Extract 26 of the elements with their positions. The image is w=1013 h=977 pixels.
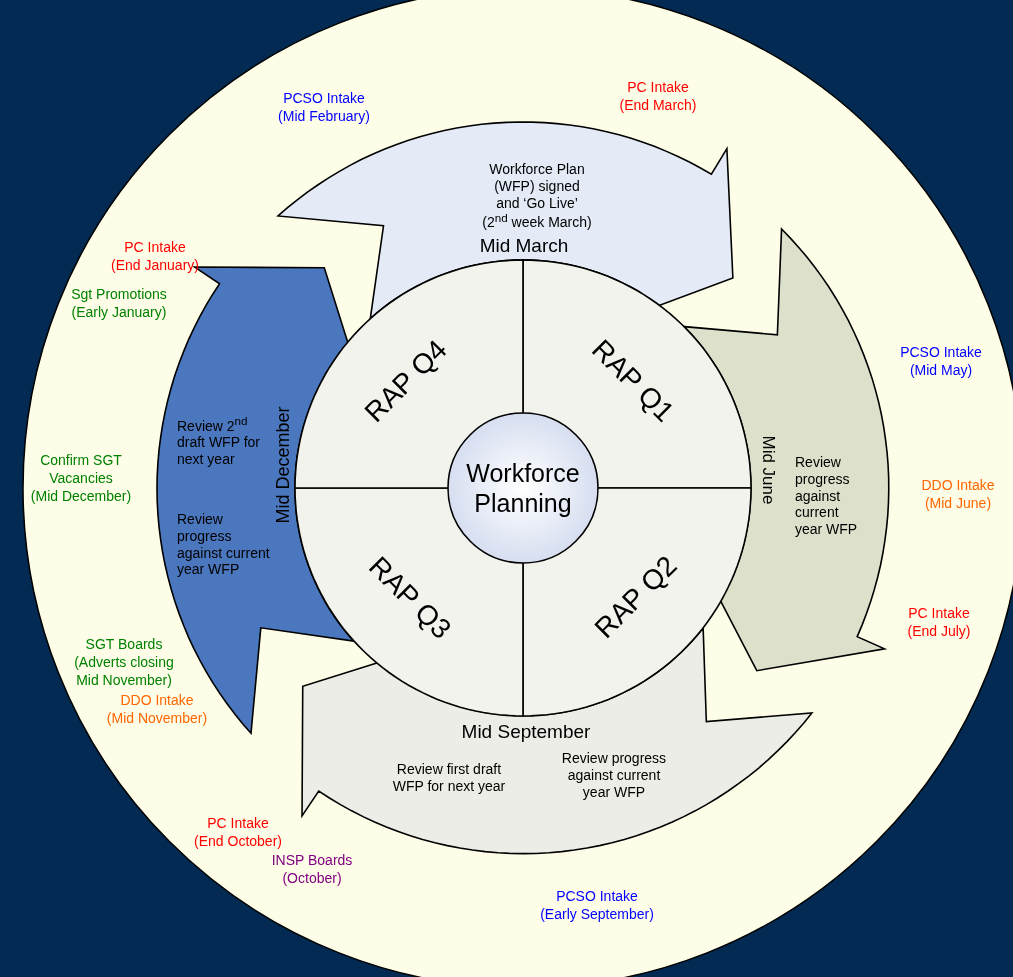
step-text: Review progress against current year WFP bbox=[177, 511, 271, 579]
date-label: Mid March bbox=[478, 234, 570, 258]
event-label: PCSO Intake (Early September) bbox=[539, 886, 655, 924]
step-text: Mid September bbox=[460, 720, 592, 744]
hub-label: Workforce Planning bbox=[465, 458, 581, 518]
event-label: DDO Intake (Mid June) bbox=[920, 475, 996, 513]
event-label: PC Intake (End January) bbox=[110, 237, 200, 275]
date-label: Review progress against current year WFP bbox=[795, 454, 859, 538]
event-label: PC Intake (End March) bbox=[618, 77, 698, 115]
date-label: Review 2$^{nd}$ draft WFP for next year bbox=[177, 413, 261, 468]
step-text: Mid June bbox=[758, 434, 779, 507]
event-label: Confirm SGT Vacancies (Mid December) bbox=[29, 450, 133, 506]
event-label: PCSO Intake (Mid May) bbox=[899, 342, 983, 380]
event-label: PC Intake (End October) bbox=[193, 813, 283, 851]
quarter-label: RAP Q1 bbox=[585, 332, 682, 430]
quarter-label: RAP Q3 bbox=[362, 549, 459, 647]
date-label: Review first draft WFP for next year bbox=[391, 761, 507, 795]
event-label: PC Intake (End July) bbox=[906, 603, 972, 641]
event-label: Sgt Promotions (Early January) bbox=[70, 284, 168, 322]
step-text: Mid December bbox=[273, 405, 295, 526]
event-label: SGT Boards (Adverts closing Mid November) bbox=[73, 634, 175, 690]
event-label: PCSO Intake (Mid February) bbox=[277, 88, 371, 126]
step-text: Review progress against current year WFP bbox=[560, 749, 668, 801]
step-text: Workforce Plan (WFP) signed and ‘Go Live’ (2$^{nd}$ week March) bbox=[481, 160, 593, 232]
event-label: INSP Boards (October) bbox=[270, 850, 354, 888]
event-label: DDO Intake (Mid November) bbox=[105, 690, 209, 728]
